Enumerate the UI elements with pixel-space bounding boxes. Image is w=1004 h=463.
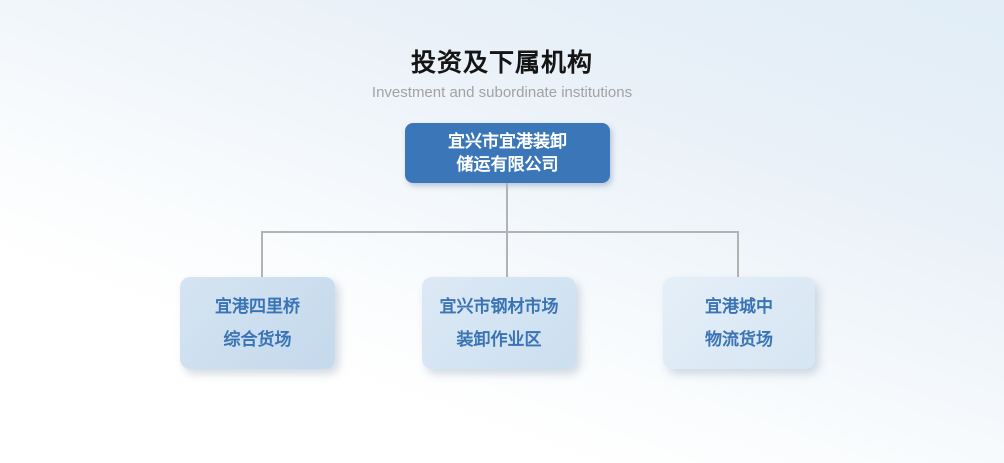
page-subtitle: Investment and subordinate institutions xyxy=(371,84,633,101)
connector-root-drop xyxy=(506,183,508,233)
org-node-root-label-line2: 储运有限公司 xyxy=(456,155,559,174)
connector-drop-left xyxy=(261,233,263,277)
org-node-child-1-label-line1: 宜港四里桥 xyxy=(215,297,300,316)
org-node-root-label-line1: 宜兴市宜港装卸 xyxy=(448,132,567,151)
org-node-child-2: 宜兴市钢材市场 装卸作业区 xyxy=(422,277,576,369)
org-node-child-2-label-line2: 装卸作业区 xyxy=(456,330,542,349)
connector-drop-middle xyxy=(506,233,508,277)
org-node-root: 宜兴市宜港装卸 储运有限公司 xyxy=(405,123,610,183)
chart-header: 投资及下属机构 Investment and subordinate insti… xyxy=(0,48,1004,101)
connector-horizontal-rail xyxy=(261,231,739,233)
org-node-child-3-label-line2: 物流货场 xyxy=(705,330,773,349)
connector-drop-right xyxy=(737,233,739,277)
org-node-child-3: 宜港城中 物流货场 xyxy=(663,277,815,369)
org-node-child-3-label-line1: 宜港城中 xyxy=(705,297,773,316)
page-title: 投资及下属机构 xyxy=(410,49,593,77)
org-node-child-1: 宜港四里桥 综合货场 xyxy=(180,277,335,369)
org-node-child-2-label-line1: 宜兴市钢材市场 xyxy=(439,297,559,316)
org-node-child-1-label-line2: 综合货场 xyxy=(223,330,292,349)
